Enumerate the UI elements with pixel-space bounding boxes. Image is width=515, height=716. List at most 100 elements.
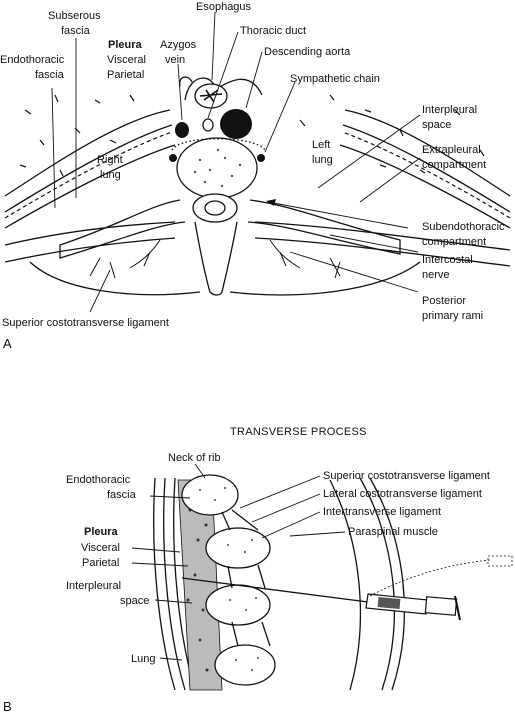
label-esophagus: Esophagus <box>196 1 252 13</box>
right-rib-lower <box>4 237 176 263</box>
muscle-curve-1 <box>329 479 362 691</box>
esophagus-lumen <box>199 89 223 103</box>
right-parietal-pleura <box>4 124 173 213</box>
azygos-fold <box>179 76 193 87</box>
catheter-connector <box>487 555 513 567</box>
label-thoracic-duct: Thoracic duct <box>240 25 306 37</box>
catheter-line <box>369 559 491 597</box>
left-visceral-layer <box>339 144 511 229</box>
label-intercostal-line1: Intercostal <box>422 254 473 266</box>
label-pleura: Pleura <box>108 39 143 51</box>
intertransverse-band-3 <box>231 621 271 647</box>
label-paraspinal: Paraspinal muscle <box>348 526 438 538</box>
label-visceral-b: Visceral <box>81 542 120 554</box>
label-right-lung-line1: Right <box>97 154 123 166</box>
left-parietal-pleura <box>342 124 511 213</box>
label-right-lung-line2: lung <box>100 169 121 181</box>
panel-a-leaders <box>51 11 421 313</box>
rib-texture <box>198 486 260 672</box>
label-endothoracic-fascia-line2: fascia <box>35 69 65 81</box>
superior-costotransverse-band-1 <box>221 509 259 531</box>
rib-2 <box>205 527 271 569</box>
panel-b-labels: TRANSVERSE PROCESS Neck of rib Endothora… <box>3 426 490 714</box>
left-chest-wall-outer <box>344 109 511 197</box>
label-descending-aorta: Descending aorta <box>264 46 351 58</box>
syringe-plunger <box>454 595 461 621</box>
pleural-line-mid <box>163 477 186 691</box>
label-subendothoracic-line1: Subendothoracic <box>422 221 505 233</box>
label-lung-b: Lung <box>131 653 155 665</box>
panel-a-labels: Subserous fascia Esophagus Thoracic duct… <box>0 1 505 351</box>
right-transverse-process <box>59 199 186 259</box>
label-subserous-fascia-line2: fascia <box>61 25 91 37</box>
right-endothoracic-dashed <box>4 131 173 219</box>
syringe-barrel <box>424 596 458 616</box>
label-lateral-costotransverse: Lateral costotransverse ligament <box>323 488 482 500</box>
sympathetic-ganglion-left <box>257 154 265 162</box>
right-paraspinal-outline <box>29 261 201 296</box>
sympathetic-ganglion-right <box>169 154 177 162</box>
panel-a-label: A <box>3 336 12 351</box>
label-left-lung-line1: Left <box>312 139 330 151</box>
left-endothoracic-dashed <box>341 131 511 219</box>
label-azygos-line1: Azygos <box>160 39 197 51</box>
pleural-line-left <box>153 477 176 691</box>
rib-4 <box>214 644 276 686</box>
right-rib-upper <box>4 221 176 246</box>
label-endothoracic-line1: Endothoracic <box>66 474 131 486</box>
label-superior-costotransverse: Superior costotransverse ligament <box>2 317 169 329</box>
label-interpleural-b-line1: Interpleural <box>66 580 121 592</box>
label-endothoracic-fascia-line1: Endothoracic <box>0 54 65 66</box>
label-visceral: Visceral <box>107 54 146 66</box>
label-intercostal-line2: nerve <box>422 269 450 281</box>
azygos-vein-shape <box>175 122 189 138</box>
vertebral-body <box>176 137 258 199</box>
label-left-lung-line2: lung <box>312 154 333 166</box>
label-interpleural-b-line2: space <box>120 595 149 607</box>
left-transverse-process <box>247 199 401 255</box>
label-parietal-b: Parietal <box>82 557 119 569</box>
posterior-rami-branches <box>89 239 341 279</box>
left-paraspinal-outline <box>229 261 421 296</box>
prevertebral-fascia-dotted <box>171 138 266 151</box>
spinal-cord <box>204 200 226 216</box>
panel-b-drawing <box>153 474 513 691</box>
esophagus-shape <box>194 83 228 109</box>
label-extrapleural-line1: Extrapleural <box>422 144 481 156</box>
syringe-grip <box>377 597 401 609</box>
label-azygos-line2: vein <box>165 54 185 66</box>
label-sympathetic-chain: Sympathetic chain <box>290 73 380 85</box>
label-subendothoracic-line2: compartment <box>422 236 486 248</box>
descending-aorta-shape <box>220 109 252 139</box>
muscle-curve-2 <box>359 477 396 691</box>
label-intertransverse: Intertransverse ligament <box>323 506 441 518</box>
left-rib-lower <box>254 237 511 267</box>
label-endothoracic-line2: fascia <box>107 489 137 501</box>
subendothoracic-arrow <box>267 201 409 229</box>
rib-1 <box>181 474 239 516</box>
subendothoracic-arrowhead <box>266 199 276 206</box>
panel-b-label: B <box>3 699 12 714</box>
label-interpleural-line2: space <box>422 119 451 131</box>
spinous-process <box>194 221 238 296</box>
panel-b-title: TRANSVERSE PROCESS <box>230 426 367 438</box>
label-posterior-rami-line2: primary rami <box>422 310 483 322</box>
right-visceral-layer <box>4 144 176 229</box>
label-subserous-fascia-line1: Subserous <box>48 10 101 22</box>
label-superior-costotransverse-b: Superior costotransverse ligament <box>323 470 490 482</box>
panel-b-leaders <box>131 463 346 661</box>
left-rib-upper <box>254 221 511 251</box>
label-interpleural-line1: Interpleural <box>422 104 477 116</box>
label-posterior-rami-line1: Posterior <box>422 295 466 307</box>
label-parietal: Parietal <box>107 69 144 81</box>
right-chest-wall-outer <box>4 109 171 197</box>
left-lung-texture <box>299 94 485 174</box>
rib-3 <box>205 584 271 626</box>
vertebral-body-texture <box>193 148 242 188</box>
label-extrapleural-line2: compartment <box>422 159 486 171</box>
thoracic-duct-shape <box>202 118 214 132</box>
label-pleura-b: Pleura <box>84 526 119 538</box>
needle-shaft <box>181 577 369 603</box>
label-neck-of-rib: Neck of rib <box>168 452 221 464</box>
